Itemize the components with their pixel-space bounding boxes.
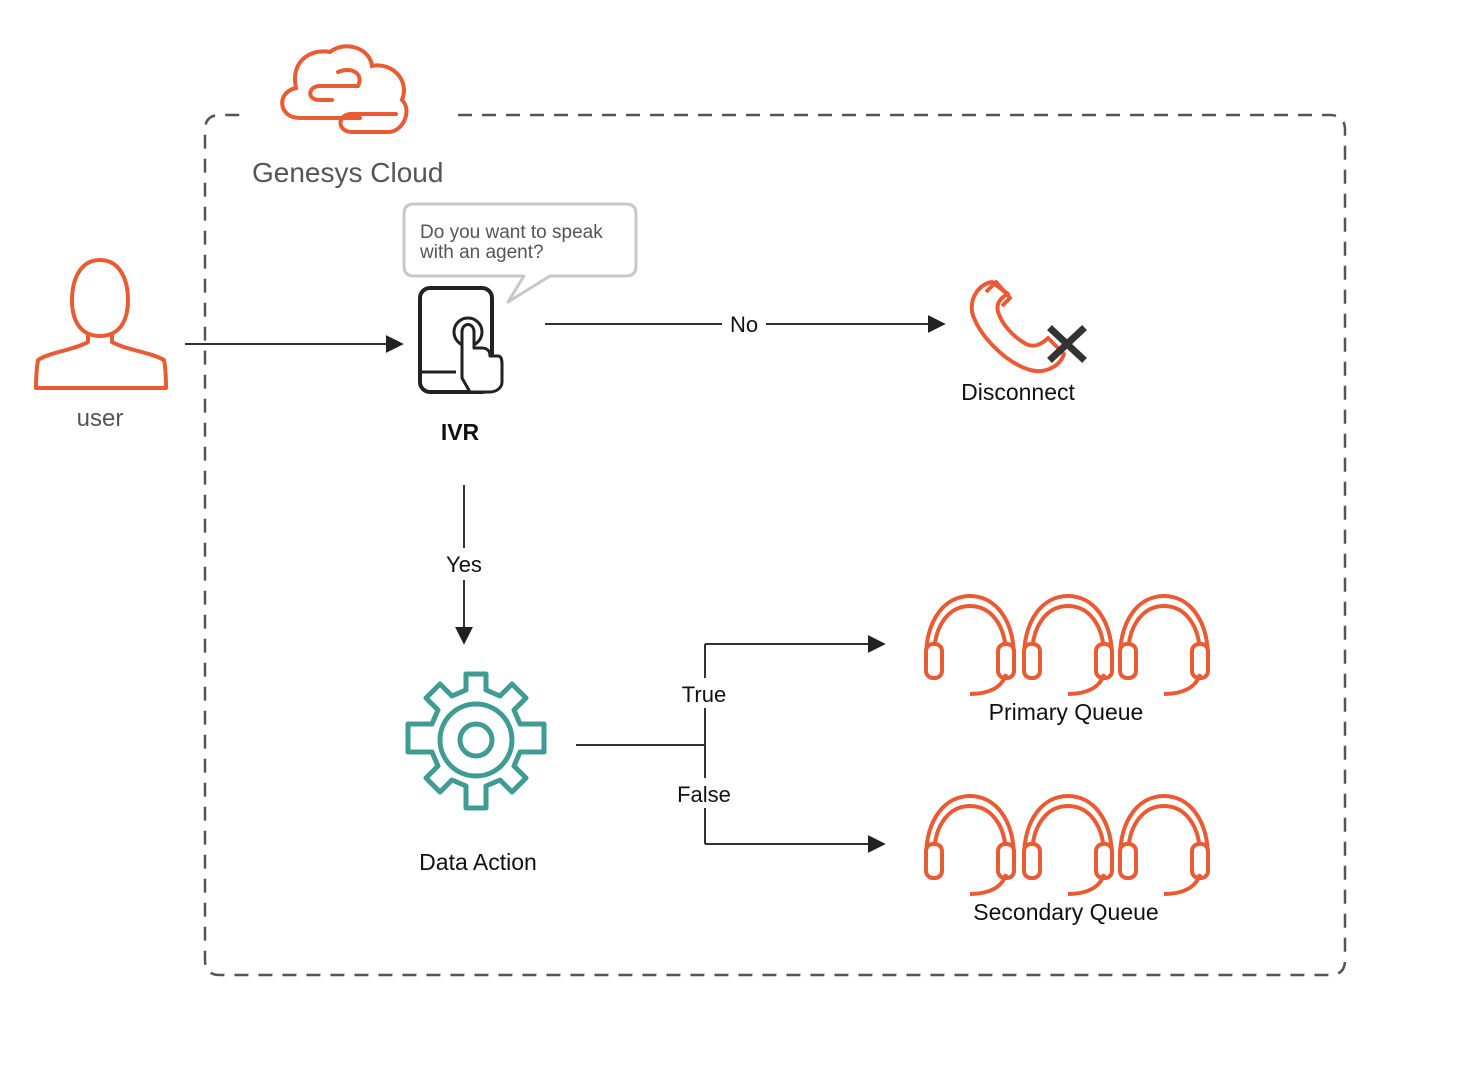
headset-icon <box>1118 794 1210 896</box>
headset-icon <box>924 794 1016 896</box>
data-action-label: Data Action <box>419 849 537 875</box>
primary-queue-icons <box>924 594 1210 696</box>
prompt-line-2: with an agent? <box>419 242 544 263</box>
touch-phone-icon <box>418 286 504 394</box>
headset-icon <box>1118 594 1210 696</box>
secondary-queue-label: Secondary Queue <box>973 899 1158 925</box>
edge-label-no: No <box>730 312 758 337</box>
headset-icon <box>924 594 1016 696</box>
cloud-name: Genesys Cloud <box>252 157 443 188</box>
edge-label-true: True <box>682 682 726 707</box>
edge-label-yes: Yes <box>446 552 482 577</box>
gear-icon <box>405 671 547 811</box>
primary-queue-label: Primary Queue <box>989 699 1144 725</box>
edge-label-false: False <box>677 782 731 807</box>
user-label: user <box>77 405 124 432</box>
ivr-label: IVR <box>441 419 480 445</box>
prompt-line-1: Do you want to speak <box>420 222 603 243</box>
headset-icon <box>1022 794 1114 896</box>
secondary-queue-icons <box>924 794 1210 896</box>
phone-disconnect-icon <box>969 280 1087 373</box>
headset-icon <box>1022 594 1114 696</box>
cloud-boundary <box>203 113 1347 977</box>
disconnect-label: Disconnect <box>961 379 1075 405</box>
user-icon <box>34 258 168 390</box>
prompt-bubble <box>402 202 638 304</box>
cloud-icon <box>280 44 409 134</box>
